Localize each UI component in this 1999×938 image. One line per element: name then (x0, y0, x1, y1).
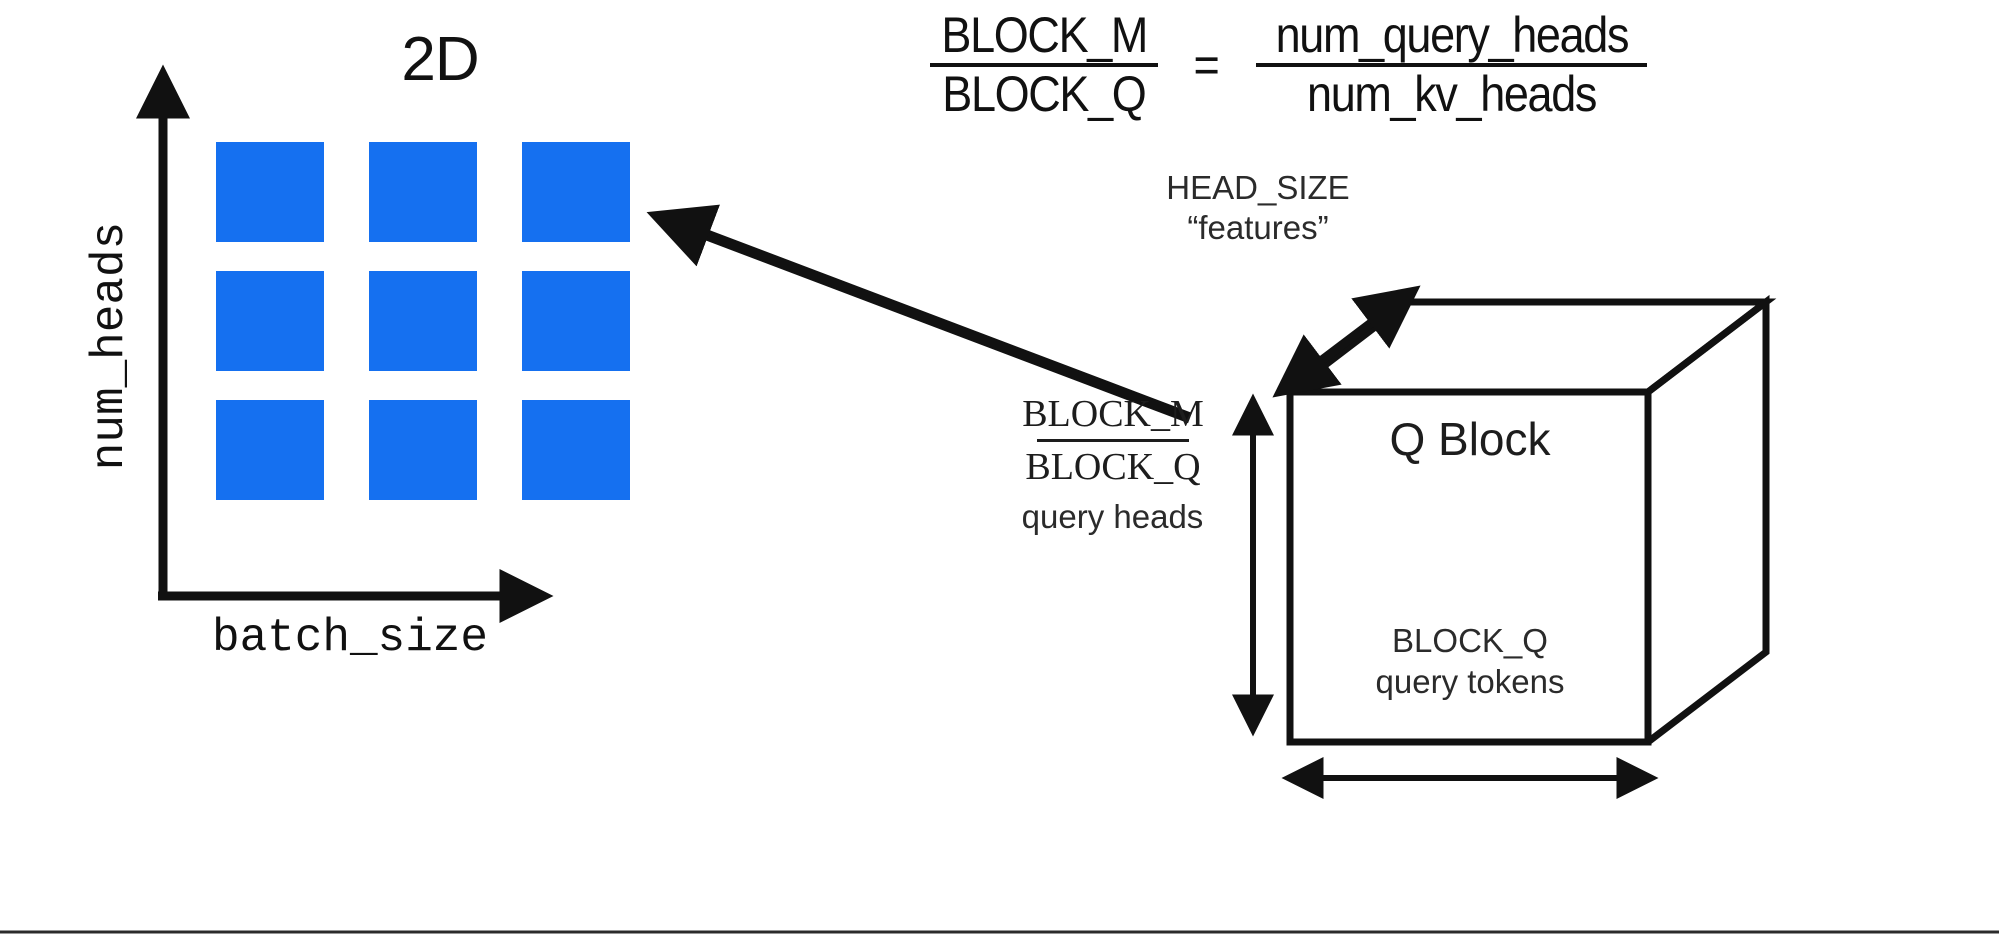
equation-right-denominator: num_kv_heads (1307, 66, 1597, 122)
equation-left-numerator: BLOCK_M (941, 7, 1148, 63)
cube-front-face (1286, 388, 1652, 746)
q-block-label: Q Block (1389, 413, 1551, 465)
cube-top-face (1287, 298, 1777, 395)
equals-sign: = (1193, 37, 1221, 93)
grid-cell (369, 400, 477, 500)
grid-cell (216, 142, 324, 242)
grid-cell (522, 271, 630, 371)
query-heads-numerator: BLOCK_M (1022, 393, 1204, 435)
head-size-label: HEAD_SIZE “features” (1128, 168, 1388, 249)
query-heads-fraction-bar (1037, 439, 1189, 442)
ratio-equation: BLOCK_M BLOCK_Q = num_query_heads num_kv… (930, 7, 1648, 122)
equation-right-fraction: num_query_heads num_kv_heads (1255, 7, 1648, 122)
grid-cell (216, 271, 324, 371)
grid-cell (369, 142, 477, 242)
grid-cell (369, 271, 477, 371)
cube-right-face (1645, 294, 1770, 745)
equation-left-denominator: BLOCK_Q (942, 66, 1147, 122)
x-axis-label: batch_size (211, 612, 489, 664)
grid-cell (522, 400, 630, 500)
equation-left-fraction: BLOCK_M BLOCK_Q (930, 7, 1159, 122)
query-tokens-name: BLOCK_Q (1392, 622, 1548, 659)
head-size-name: HEAD_SIZE (1166, 169, 1350, 206)
head-size-arrow (1272, 285, 1421, 398)
panel-2d-title: 2D (401, 25, 479, 94)
equation-right-fraction-bar (1255, 63, 1648, 67)
grid-cell (522, 142, 630, 242)
query-heads-denominator: BLOCK_Q (1025, 446, 1201, 488)
equation-right-numerator: num_query_heads (1275, 7, 1629, 63)
y-axis-label: num_heads (84, 221, 136, 471)
grid-cell (216, 400, 324, 500)
query-tokens-label: BLOCK_Q query tokens (1280, 620, 1660, 703)
query-heads-fraction: BLOCK_M BLOCK_Q (998, 392, 1228, 489)
equation-left-fraction-bar (930, 63, 1159, 67)
query-tokens-unit: query tokens (1375, 663, 1565, 701)
head-size-alias: “features” (1187, 209, 1329, 247)
axis-group-2d (136, 64, 554, 623)
grid-to-cube-arrow (646, 204, 1192, 424)
query-heads-unit: query heads (1021, 498, 1204, 535)
